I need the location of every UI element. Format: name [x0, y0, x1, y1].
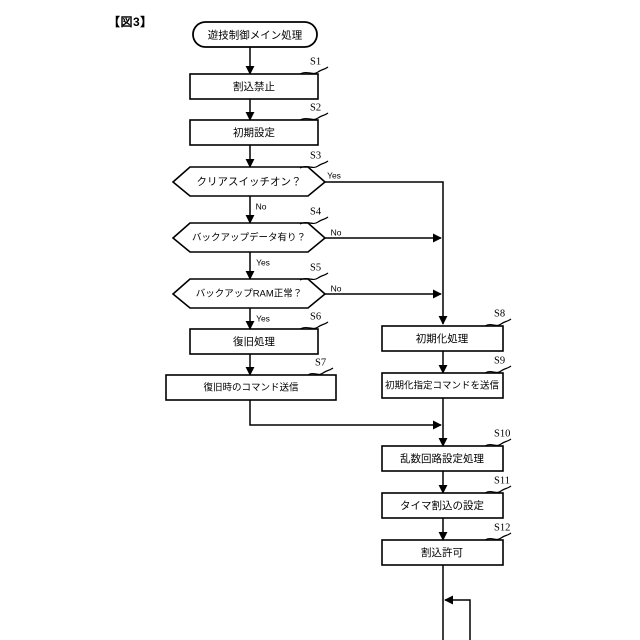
node-s7[interactable] — [165, 374, 337, 401]
node-start-label: 遊技制御メイン処理 — [208, 28, 303, 41]
step-label-s12: S12 — [494, 522, 510, 533]
step-label-s9: S9 — [494, 355, 505, 366]
node-s3[interactable] — [171, 166, 327, 197]
node-s11-label: タイマ割込の設定 — [400, 500, 484, 512]
step-label-s8: S8 — [494, 308, 505, 319]
node-s5-label: バックアップRAM正常？ — [196, 288, 303, 300]
leader-s12 — [484, 532, 512, 541]
edge-loop-back — [444, 595, 471, 640]
node-s7-label: 復旧時のコマンド送信 — [203, 382, 299, 394]
step-label-s4: S4 — [310, 206, 322, 217]
leader-s10 — [484, 438, 512, 447]
node-s1[interactable] — [189, 73, 319, 100]
leader-s7 — [307, 367, 334, 376]
node-s8[interactable] — [381, 325, 504, 352]
leader-s6 — [299, 321, 329, 330]
step-label-s6: S6 — [310, 311, 321, 322]
node-s4[interactable] — [171, 222, 327, 253]
node-s2-label: 初期設定 — [233, 126, 275, 139]
branch-label-s3-no: No — [256, 201, 267, 211]
node-s10-label: 乱数回路設定処理 — [400, 452, 484, 465]
step-label-s1: S1 — [310, 56, 321, 67]
step-label-s10: S10 — [494, 428, 510, 439]
step-label-s3: S3 — [310, 150, 321, 161]
step-label-s11: S11 — [494, 475, 510, 486]
node-s9[interactable] — [381, 372, 504, 399]
leader-s11 — [484, 485, 512, 494]
figure-label: 【図3】 — [108, 15, 153, 29]
node-s11[interactable] — [381, 492, 504, 519]
node-s9-label: 初期化指定コマンドを送信 — [385, 380, 500, 392]
node-s3-label: クリアスイッチオン？ — [197, 176, 302, 188]
node-s4-label: バックアップデータ有り？ — [192, 232, 306, 244]
node-s12[interactable] — [381, 539, 504, 566]
step-label-s2: S2 — [310, 102, 321, 113]
branch-label-s4-yes: Yes — [256, 257, 270, 267]
step-label-s7: S7 — [315, 357, 326, 368]
node-s10[interactable] — [381, 445, 504, 472]
step-label-s5: S5 — [310, 262, 321, 273]
branch-label-s3-yes: Yes — [327, 170, 341, 180]
node-s1-label: 割込禁止 — [233, 81, 275, 93]
branch-label-s5-no: No — [331, 283, 342, 293]
leader-s4 — [299, 216, 329, 225]
leader-s5 — [299, 272, 329, 281]
branch-label-s5-yes: Yes — [256, 313, 270, 323]
leader-s9 — [484, 365, 512, 374]
node-s8-label: 初期化処理 — [416, 332, 469, 345]
leader-s1 — [299, 66, 329, 75]
node-s6[interactable] — [189, 328, 319, 355]
node-s5[interactable] — [171, 278, 327, 309]
leader-s3 — [299, 160, 329, 169]
leader-s8 — [484, 318, 512, 327]
node-s6-label: 復旧処理 — [233, 335, 275, 348]
node-start[interactable] — [192, 21, 318, 48]
leader-s2 — [299, 112, 329, 121]
edge-s7-to-trunk — [249, 400, 442, 430]
node-s12-label: 割込許可 — [421, 546, 463, 559]
edge-s3-yes-to-rail — [325, 181, 448, 325]
node-s2[interactable] — [189, 119, 319, 146]
branch-label-s4-no: No — [331, 227, 342, 237]
